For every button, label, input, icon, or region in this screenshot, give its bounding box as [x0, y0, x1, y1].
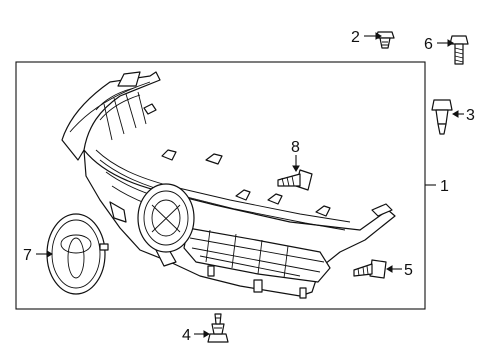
callout-7: 7 — [23, 247, 32, 264]
callout-8: 8 — [291, 139, 300, 156]
callout-1: 1 — [440, 178, 449, 195]
screw-fastener-5[interactable] — [353, 259, 387, 279]
callout-3: 3 — [466, 107, 475, 124]
callout-6: 6 — [424, 36, 433, 53]
callout-4: 4 — [182, 327, 191, 344]
screw-fastener-8[interactable] — [277, 169, 313, 191]
callout-5: 5 — [404, 262, 413, 279]
callout-2: 2 — [351, 29, 360, 46]
push-clip-3[interactable] — [431, 99, 453, 135]
bolt-fastener-6[interactable] — [449, 35, 469, 65]
toyota-emblem[interactable] — [46, 213, 109, 295]
clip-fastener-4[interactable] — [207, 313, 229, 343]
leader-lines — [36, 32, 464, 338]
grille-assembly[interactable] — [61, 71, 396, 299]
